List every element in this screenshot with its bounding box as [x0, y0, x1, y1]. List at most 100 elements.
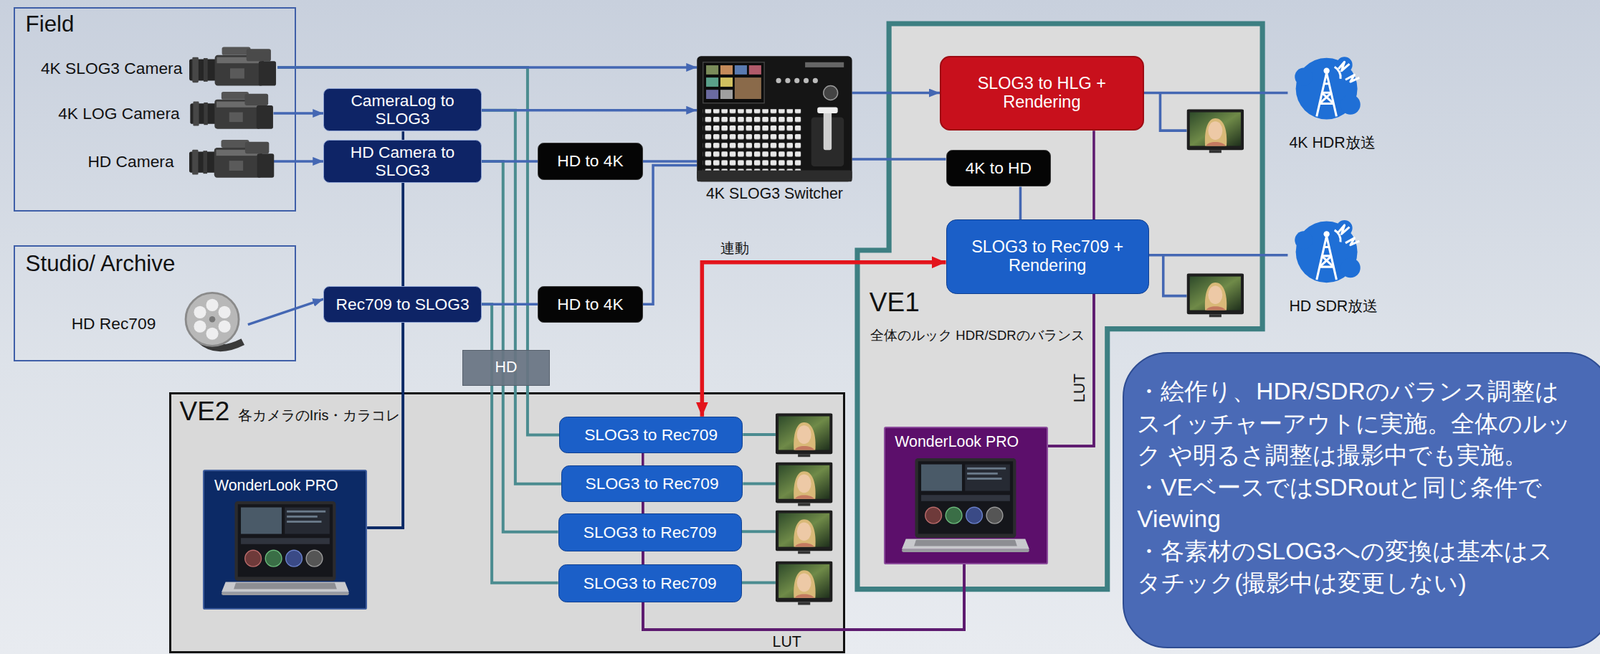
signal-line [643, 564, 965, 630]
signal-line [852, 91, 940, 95]
camera-illustration [189, 91, 274, 130]
label-holder: VE1 [869, 286, 920, 318]
monitor-feed-line [741, 529, 776, 533]
node-label: HD to 4K [556, 295, 623, 314]
switcher-illustration [776, 78, 782, 84]
label-holder: WonderLook PRO [214, 476, 339, 495]
signal-line [643, 501, 965, 630]
node-label: HD Camera to SLOG3 [334, 143, 471, 180]
signal-line [273, 111, 324, 115]
signal-line [852, 157, 947, 161]
monitor-feed-line [742, 481, 776, 485]
label-holder: LUT [772, 632, 802, 651]
view-lut-box: SLOG3 to Rec709 [561, 465, 743, 502]
signal-line [481, 302, 538, 306]
signal-line [643, 453, 965, 630]
hd-tag: HD [462, 349, 550, 386]
signal-line [277, 65, 697, 69]
title-row: VE2各カメラのIris・カラコレ [179, 395, 401, 427]
grading-station: WonderLook PRO [883, 426, 1049, 565]
label-holder: Studio/ Archive [25, 250, 176, 277]
switcher-illustration [749, 65, 762, 75]
hdr-render-box: SLOG3 to HLG + Rendering [939, 55, 1145, 131]
switcher-illustration [803, 78, 809, 84]
switcher-illustration [823, 86, 838, 101]
signal-line [643, 159, 697, 163]
signal-line [367, 131, 403, 528]
node-label: CameraLog to SLOG3 [334, 91, 471, 128]
switcher-illustration [734, 65, 747, 75]
signal-line [481, 161, 559, 532]
antenna-illustration [1294, 220, 1360, 283]
conversion-box: CameraLog to SLOG3 [323, 88, 482, 132]
monitor-illustration [1186, 108, 1244, 153]
signal-line [269, 159, 324, 163]
switcher-illustration [823, 108, 832, 150]
monitor-illustration [775, 108, 1244, 605]
note-box: ・絵作り、HDR/SDRのバランス調整は スイッチャーアウトに実施。全体のルック… [1122, 351, 1600, 649]
node-label: 4K to HD [965, 159, 1032, 178]
signal-line [277, 67, 560, 435]
lut-label: LUT [772, 632, 802, 651]
format-box: 4K to HD [946, 149, 1052, 187]
camera-illustration [189, 139, 274, 178]
laptop-illustration [901, 458, 1030, 552]
node-label: SLOG3 to Rec709 + Rendering [956, 237, 1139, 276]
signal-line [481, 303, 559, 583]
format-box: HD to 4K [537, 286, 644, 323]
film-reel-illustration [185, 292, 244, 348]
archive-source: HD Rec709 [67, 293, 249, 354]
view-lut-box: SLOG3 to Rec709 [559, 416, 743, 454]
signal-line [367, 322, 403, 528]
switcher-illustration [811, 117, 845, 167]
label-holder: Field [25, 11, 75, 38]
node-label: 4K SLOG3 Camera [40, 58, 183, 78]
film-reel-illustration [218, 306, 231, 319]
signal-line [481, 108, 697, 112]
switcher-illustration [720, 65, 733, 75]
label-holder: 全体のルック HDR/SDRのバランス [870, 327, 1084, 343]
switcher-illustration [706, 77, 719, 87]
signal-line [643, 551, 965, 631]
film-reel-illustration [206, 298, 219, 312]
signal-line [1149, 253, 1289, 257]
signal-line [643, 165, 697, 305]
signal-line [481, 110, 562, 484]
laptop-illustration [221, 501, 350, 595]
monitor-feed-line [1163, 255, 1188, 297]
node-label: SLOG3 to HLG + Rendering [951, 74, 1133, 112]
node-label: WonderLook PRO [214, 476, 339, 495]
signal-line [481, 159, 538, 163]
switcher-illustration [794, 78, 800, 84]
camera-source: 4K SLOG3 Camera [38, 46, 278, 90]
monitor-feed-line [742, 432, 776, 436]
node-label: 4K HDR放送 [1288, 134, 1375, 152]
grading-station: WonderLook PRO [202, 469, 368, 610]
node-label: HD [495, 359, 518, 376]
switcher-illustration [696, 55, 852, 182]
node-label: 全体のルック HDR/SDRのバランス [870, 327, 1084, 343]
conversion-box: HD Camera to SLOG3 [323, 139, 482, 183]
field-group: Field4K SLOG3 Camera4K LOG CameraHD Came… [13, 7, 297, 212]
label-holder: WonderLook PRO [894, 432, 1019, 451]
camera-illustration [189, 46, 276, 178]
monitor-illustration [775, 412, 833, 457]
signal-line [367, 182, 403, 528]
node-label: ・VEベースではSDRoutと同じ条件で Viewing [1136, 471, 1580, 536]
view-lut-box: SLOG3 to Rec709 [558, 564, 742, 603]
monitor-illustration [775, 561, 833, 606]
node-label: HD SDR放送 [1288, 297, 1378, 316]
format-box: HD to 4K [537, 142, 644, 180]
node-label: SLOG3 to Rec709 [584, 425, 718, 444]
broadcast-antenna: 4K HDR放送 [1287, 48, 1402, 153]
node-label: ・各素材のSLOG3への変換は基本はス タチック(撮影中は変更しない) [1136, 535, 1580, 600]
node-label: HD Camera [87, 151, 174, 171]
studio-group: Studio/ Archive HD Rec709 [13, 245, 297, 362]
signal-line [1048, 130, 1094, 446]
switcher-illustration [720, 77, 733, 87]
node-label: SLOG3 to Rec709 [583, 523, 717, 542]
switcher-illustration [734, 77, 762, 99]
signal-line [1019, 186, 1023, 220]
